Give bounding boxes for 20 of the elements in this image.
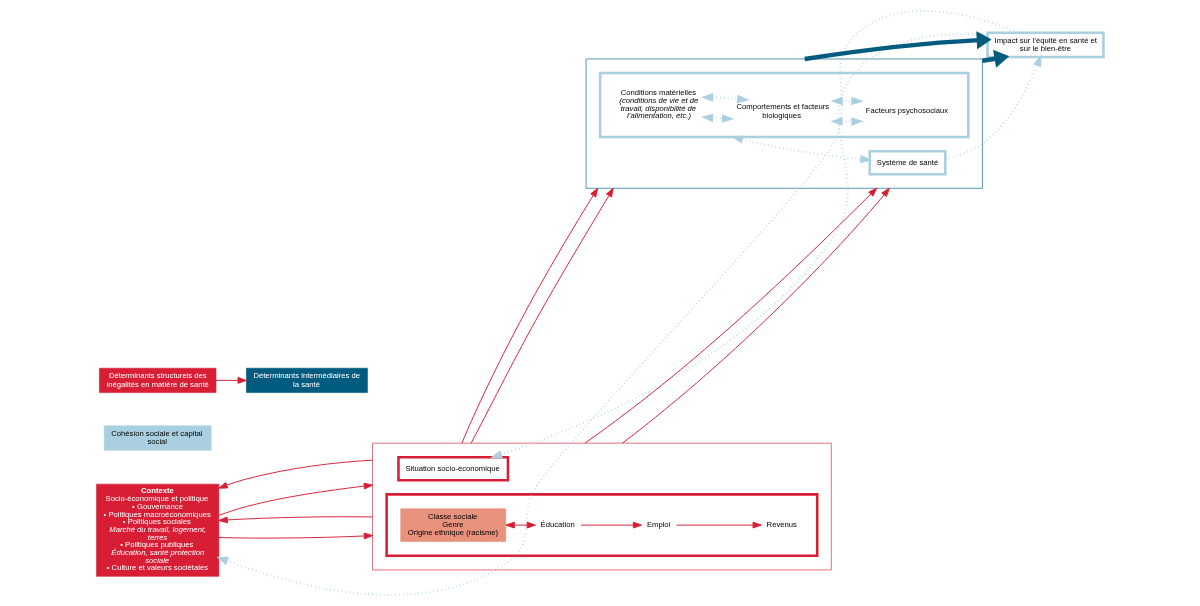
- arrow: [584, 187, 878, 444]
- arrow: [730, 135, 873, 164]
- arrow: [675, 521, 762, 529]
- arrow: [218, 459, 373, 489]
- arrow: [804, 31, 992, 62]
- arrow: [580, 521, 643, 529]
- arrow: [218, 482, 373, 516]
- cluster: [598, 71, 970, 139]
- arrow: [218, 516, 373, 524]
- cluster: [372, 442, 832, 571]
- arrow: [461, 187, 599, 444]
- arrow: [218, 532, 373, 540]
- cluster: [385, 493, 819, 558]
- arrow: [505, 521, 536, 529]
- arrow: [701, 93, 750, 104]
- cluster: [585, 58, 983, 189]
- arrow: [215, 377, 247, 384]
- arrow: [216, 9, 1020, 596]
- arrow: [470, 187, 614, 444]
- arrow: [622, 187, 890, 444]
